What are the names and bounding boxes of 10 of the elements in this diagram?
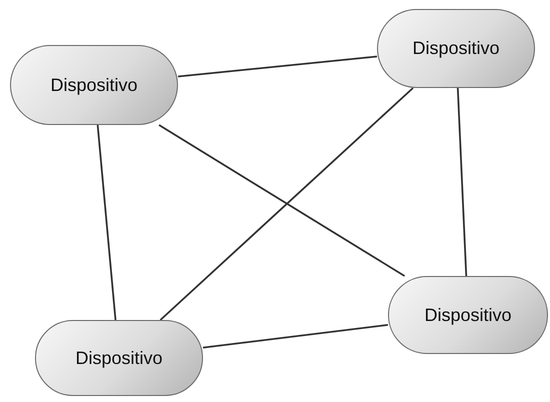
connector-line — [178, 56, 378, 78]
connector-line — [158, 124, 406, 277]
connector-line — [96, 124, 116, 320]
connector-line — [160, 87, 414, 321]
node-label: Dispositivo — [75, 348, 163, 368]
connector-line — [202, 324, 388, 349]
node-label: Dispositivo — [424, 304, 512, 326]
node-label: Dispositivo — [50, 74, 138, 96]
connector-line — [456, 88, 468, 276]
node-label: Dispositivo — [412, 38, 500, 59]
